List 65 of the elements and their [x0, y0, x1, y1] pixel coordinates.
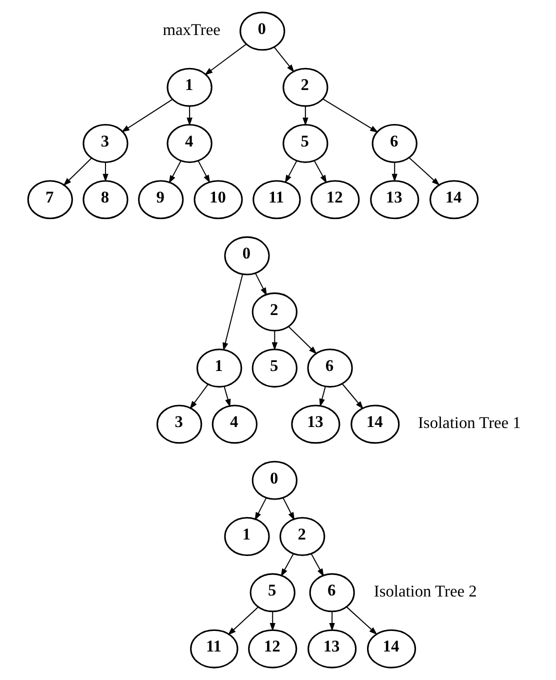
- label: Isolation Tree 1: [417, 413, 520, 432]
- label: maxTree: [162, 20, 220, 40]
- node-ellipse: 9: [138, 180, 184, 220]
- node-ellipse: 3: [82, 124, 128, 163]
- node-ellipse: 3: [156, 404, 202, 444]
- node-ellipse: 4: [166, 124, 212, 163]
- arrow: [254, 273, 266, 296]
- node-ellipse: 1: [196, 348, 242, 388]
- arrow: [282, 498, 294, 520]
- node-ellipse: 4: [211, 404, 257, 444]
- node-ellipse: 2: [279, 517, 325, 556]
- arrow: [271, 330, 278, 350]
- arrow: [120, 99, 172, 132]
- arrow: [189, 384, 208, 410]
- arrow: [273, 46, 294, 73]
- arrow: [227, 606, 258, 636]
- node-ellipse: 7: [26, 180, 72, 220]
- arrow: [204, 44, 246, 76]
- node-ellipse: 14: [429, 180, 478, 220]
- node-ellipse: 0: [239, 12, 285, 51]
- node-ellipse: 0: [251, 460, 297, 500]
- node-ellipse: 5: [282, 124, 328, 163]
- node-ellipse: 1: [224, 517, 270, 556]
- arrow: [302, 106, 308, 126]
- arrow: [62, 158, 92, 186]
- arrow: [280, 554, 294, 577]
- node-ellipse: 13: [290, 404, 340, 444]
- arrow: [288, 326, 316, 354]
- node-ellipse: 2: [282, 68, 328, 107]
- node-ellipse: 14: [366, 629, 416, 668]
- arrow: [197, 160, 210, 184]
- node-ellipse: 13: [307, 629, 356, 668]
- arrow: [408, 158, 440, 186]
- arrow: [318, 386, 326, 407]
- node-ellipse: 5: [249, 573, 295, 612]
- arrow: [313, 160, 326, 184]
- node-ellipse: 12: [248, 629, 297, 668]
- node-ellipse: 6: [306, 348, 352, 388]
- arrow: [222, 274, 243, 351]
- node-ellipse: 13: [370, 180, 419, 220]
- arrow: [223, 386, 230, 408]
- arrow: [391, 162, 397, 182]
- arrow: [269, 612, 275, 632]
- node-ellipse: 0: [224, 236, 270, 276]
- label: Isolation Tree 2: [373, 582, 476, 601]
- node-ellipse: 12: [310, 180, 360, 220]
- arrow: [341, 384, 363, 410]
- arrow: [328, 612, 334, 632]
- arrow: [322, 98, 378, 133]
- node-ellipse: 10: [193, 180, 242, 220]
- node-ellipse: 6: [308, 573, 354, 612]
- node-ellipse: 11: [252, 180, 300, 220]
- arrow: [310, 554, 324, 577]
- arrow: [168, 160, 181, 184]
- node-ellipse: 5: [251, 348, 297, 388]
- node-ellipse: 11: [190, 629, 238, 668]
- arrow: [254, 498, 266, 520]
- arrow: [346, 606, 377, 635]
- arrow: [102, 162, 108, 182]
- node-ellipse: 2: [251, 292, 297, 332]
- node-ellipse: 6: [371, 124, 417, 163]
- arrow: [284, 160, 297, 184]
- node-ellipse: 14: [350, 404, 400, 444]
- arrow: [186, 106, 192, 126]
- node-ellipse: 8: [82, 180, 128, 220]
